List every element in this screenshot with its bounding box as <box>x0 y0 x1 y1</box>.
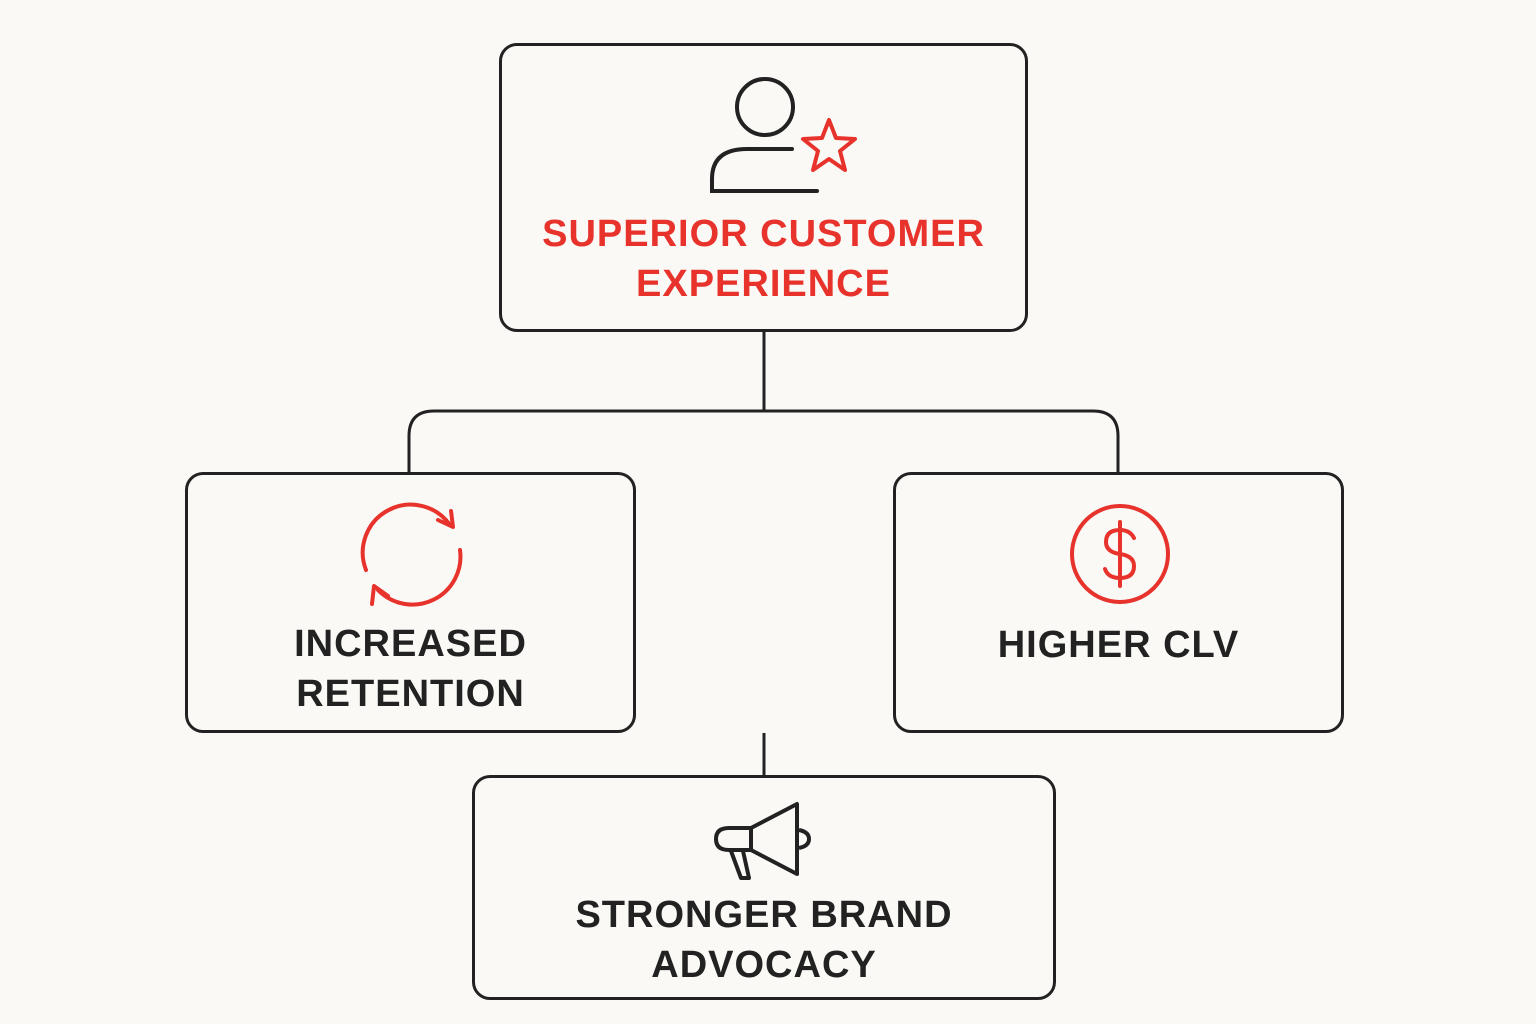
dollar-circle-icon <box>1070 504 1170 604</box>
user-star-icon <box>710 77 857 193</box>
node-higher-clv: HIGHER CLV <box>893 472 1344 733</box>
node-label-line1: STRONGER BRAND <box>575 894 953 936</box>
node-increased-retention: INCREASED RETENTION <box>185 472 636 733</box>
node-label-line2: ADVOCACY <box>651 944 877 986</box>
node-label-line1: INCREASED <box>294 623 527 665</box>
node-stronger-brand-advocacy: STRONGER BRAND ADVOCACY <box>472 775 1056 1000</box>
node-superior-customer-experience: SUPERIOR CUSTOMER EXPERIENCE <box>499 43 1028 332</box>
connector-branch <box>407 409 1120 472</box>
node-title-line2: EXPERIENCE <box>636 263 891 305</box>
node-title-line1: SUPERIOR CUSTOMER <box>542 213 985 255</box>
megaphone-icon <box>714 802 811 880</box>
node-label-line1: HIGHER CLV <box>997 624 1240 666</box>
node-label-line2: RETENTION <box>296 673 525 715</box>
refresh-cycle-icon <box>360 502 463 607</box>
